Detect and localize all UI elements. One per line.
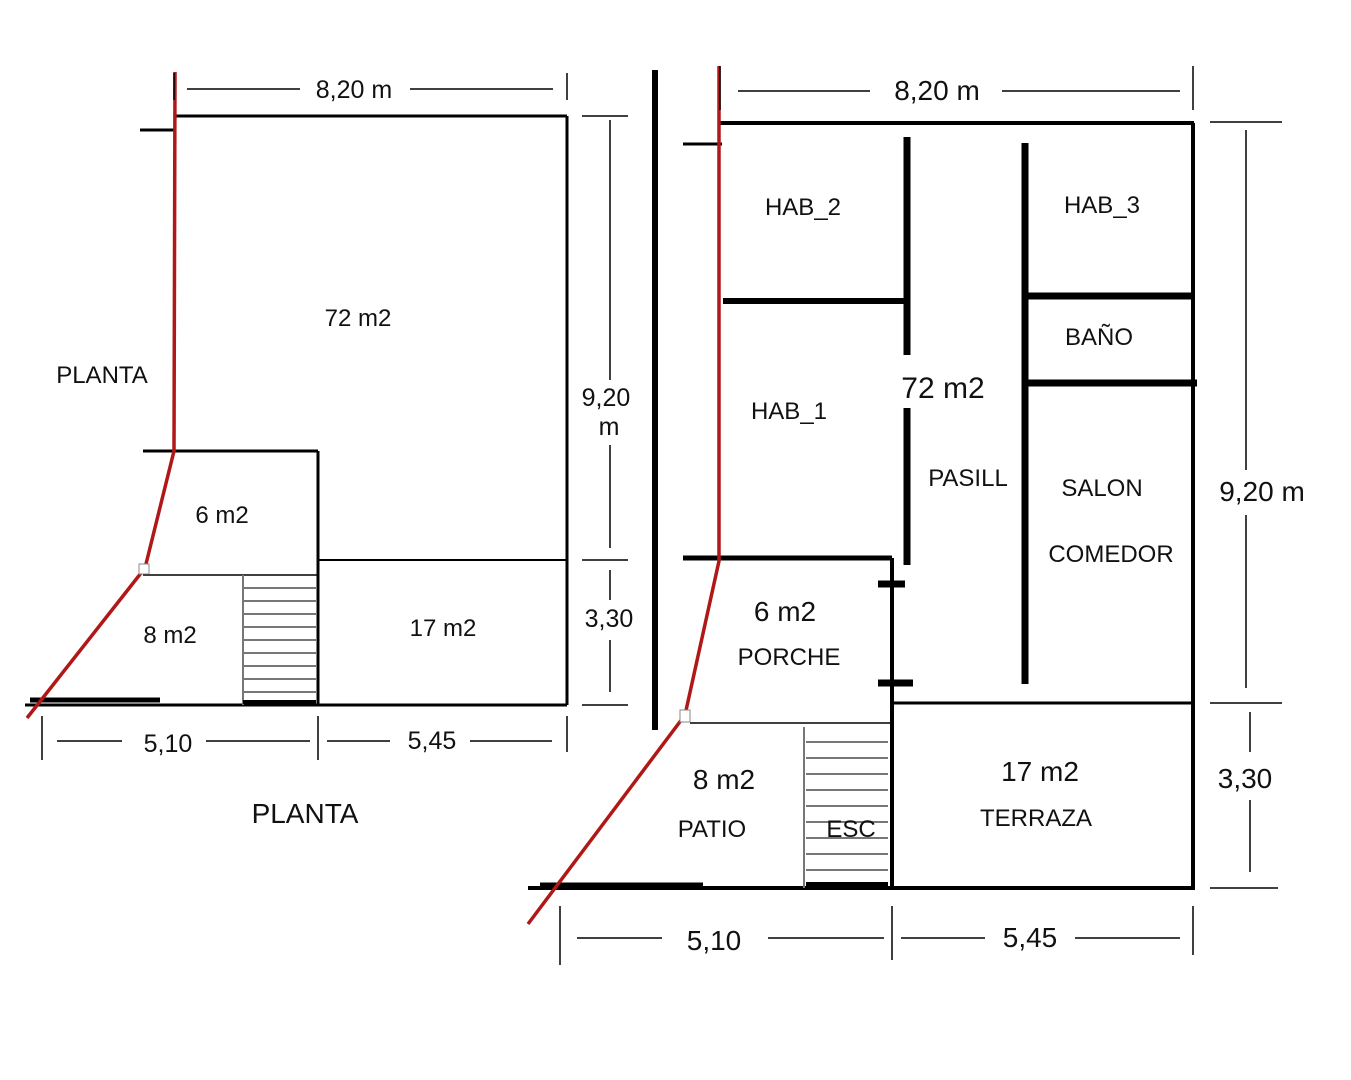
right-walls [528,121,1197,890]
room-pasillo: PASILL [928,465,1008,492]
room-porche-area: 6 m2 [754,596,816,627]
left-area-small: 6 m2 [195,502,248,529]
room-porche: PORCHE [738,644,841,671]
left-walls [25,114,569,707]
left-dim-right-lower: 3,30 [585,605,634,633]
room-salon: SALON [1061,475,1142,502]
right-dim-right-main: 9,20 m [1219,476,1305,507]
room-patio: PATIO [678,816,746,843]
left-area-terrace: 17 m2 [410,615,477,642]
right-boundary-marker [679,709,691,723]
left-dimension-lines [41,73,628,760]
room-bano: BAÑO [1065,324,1133,351]
right-area-main: 72 m2 [901,372,984,405]
room-comedor: COMEDOR [1048,541,1173,568]
right-dim-right-lower: 3,30 [1218,763,1273,794]
left-caption: PLANTA [252,798,359,829]
left-area-main: 72 m2 [325,305,392,332]
room-hab2: HAB_2 [765,194,841,221]
room-escalera: ESC [826,816,875,843]
room-terraza: TERRAZA [980,805,1092,832]
left-floor-plan: 8,20 m 9,20 m 3,30 5,10 5,45 PLANTA PLAN… [25,71,634,829]
room-terraza-area: 17 m2 [1001,756,1079,787]
right-dim-bottom-left: 5,10 [687,925,742,956]
right-boundary-line [526,66,721,926]
left-dim-bottom-left: 5,10 [144,730,193,758]
room-patio-area: 8 m2 [693,764,755,795]
right-floor-plan: 8,20 m 9,20 m 3,30 5,10 5,45 72 m2 HAB_2… [526,66,1305,965]
left-area-patio: 8 m2 [143,622,196,649]
left-boundary-line [25,71,177,720]
right-stairs [803,727,888,888]
left-stairs [242,575,316,705]
left-side-label: PLANTA [56,362,148,389]
room-hab1: HAB_1 [751,398,827,425]
left-dim-right-main-2: m [599,413,620,441]
right-dim-top: 8,20 m [894,75,980,106]
left-boundary-marker [138,563,150,575]
left-dim-right-main-1: 9,20 [582,384,631,412]
right-dim-bottom-right: 5,45 [1003,922,1058,953]
left-dim-bottom-right: 5,45 [408,727,457,755]
right-dimension-lines [559,66,1282,965]
room-hab3: HAB_3 [1064,192,1140,219]
left-dim-top: 8,20 m [316,76,392,104]
